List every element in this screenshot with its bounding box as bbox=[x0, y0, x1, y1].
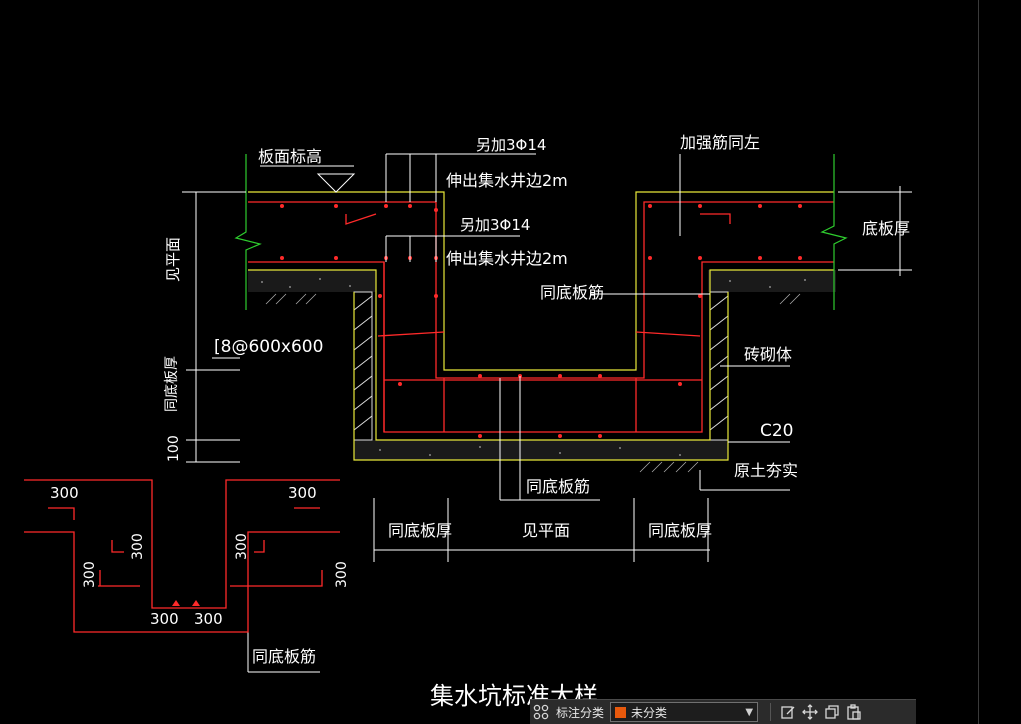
stirrup-spec-label: [8@600x600 bbox=[214, 337, 323, 357]
add-3phi14-top-label: 另加3Φ14 bbox=[476, 136, 546, 154]
rebar-dots bbox=[280, 204, 802, 438]
category-dropdown[interactable]: 未分类 ▼ bbox=[610, 702, 759, 722]
category-value: 未分类 bbox=[631, 705, 668, 720]
detail-dim-300-6: 300 bbox=[334, 561, 350, 588]
dim-same-slab-thickness-right: 同底板厚 bbox=[648, 521, 712, 540]
compacted-soil-label: 原土夯实 bbox=[734, 461, 798, 480]
slab-top-elevation-label: 板面标高 bbox=[258, 147, 322, 166]
reinforce-same-left-label: 加强筋同左 bbox=[680, 133, 760, 152]
extend-2m-top-label: 伸出集水井边2m bbox=[446, 171, 568, 190]
brick-masonry-walls bbox=[353, 291, 729, 441]
detail-dim-300-2: 300 bbox=[288, 484, 317, 502]
break-lines bbox=[234, 154, 848, 310]
brick-masonry-label: 砖砌体 bbox=[744, 345, 792, 364]
annotation-toolbar: 标注分类 未分类 ▼ bbox=[530, 699, 916, 724]
same-bottom-rebar-label-2: 同底板筋 bbox=[526, 477, 590, 496]
move-icon[interactable] bbox=[799, 701, 821, 723]
classify-label: 标注分类 bbox=[556, 705, 605, 720]
add-3phi14-mid-label: 另加3Φ14 bbox=[460, 216, 530, 234]
rebar bbox=[248, 201, 834, 433]
slab-thickness-label: 底板厚 bbox=[862, 219, 910, 238]
see-plan-vertical-label: 见平面 bbox=[164, 237, 182, 282]
grid-icon[interactable] bbox=[530, 701, 552, 723]
ground-speckle bbox=[261, 278, 806, 456]
ground-fill bbox=[248, 270, 836, 460]
dim-same-slab-thickness-left: 同底板厚 bbox=[388, 521, 452, 540]
copy-icon[interactable] bbox=[821, 701, 843, 723]
detail-dim-300-8: 300 bbox=[194, 610, 223, 628]
category-color-swatch bbox=[615, 706, 627, 718]
paste-icon[interactable] bbox=[843, 701, 865, 723]
corner-rebar-detail bbox=[24, 479, 340, 633]
detail-dim-300-1: 300 bbox=[50, 484, 79, 502]
detail-dim-300-5: 300 bbox=[82, 561, 98, 588]
detail-arrows bbox=[172, 600, 200, 606]
edit-icon[interactable] bbox=[777, 701, 799, 723]
same-bottom-rebar-label-1: 同底板筋 bbox=[540, 283, 604, 302]
sump-pit-detail-drawing: 板面标高 另加3Φ14 伸出集水井边2m 另加3Φ14 伸出集水井边2m 加强筋… bbox=[24, 133, 912, 710]
drawing-texts: 板面标高 另加3Φ14 伸出集水井边2m 另加3Φ14 伸出集水井边2m 加强筋… bbox=[50, 133, 910, 710]
detail-dim-300-7: 300 bbox=[150, 610, 179, 628]
soil-hatch bbox=[265, 293, 801, 473]
concrete-outline bbox=[248, 191, 834, 461]
same-slab-thickness-vertical-label: 同底板厚 bbox=[164, 356, 180, 412]
detail-dim-300-3: 300 bbox=[130, 533, 146, 560]
vertical-scrollbar[interactable] bbox=[978, 0, 1021, 724]
leaders bbox=[182, 153, 912, 673]
dim-see-plan: 见平面 bbox=[522, 521, 570, 540]
extend-2m-mid-label: 伸出集水井边2m bbox=[446, 249, 568, 268]
chevron-down-icon: ▼ bbox=[745, 706, 754, 718]
dim-100-label: 100 bbox=[166, 435, 182, 462]
concrete-c20-label: C20 bbox=[760, 421, 794, 441]
same-bottom-rebar-label-3: 同底板筋 bbox=[252, 647, 316, 666]
toolbar-divider bbox=[770, 703, 772, 721]
detail-dim-300-4: 300 bbox=[234, 533, 250, 560]
